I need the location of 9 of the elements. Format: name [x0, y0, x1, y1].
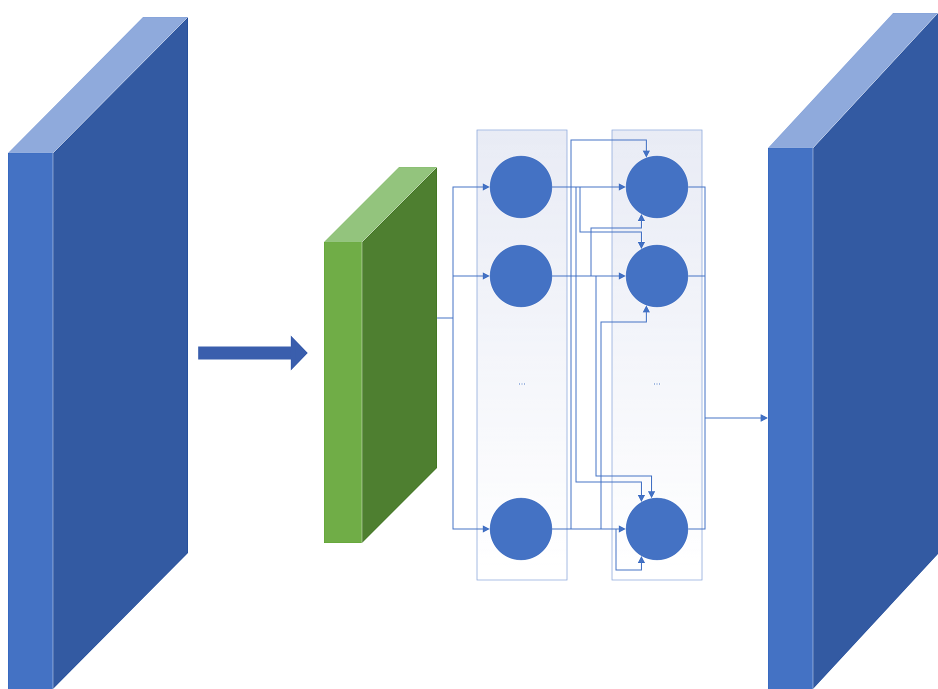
neuron-circle [626, 244, 688, 308]
neuron-circle [490, 498, 552, 560]
slab-drawing [324, 166, 438, 544]
neuron-circle [490, 244, 552, 308]
neuron-circle [626, 498, 688, 560]
neuron-circle [490, 156, 552, 218]
slab-drawing [8, 16, 188, 689]
slab-drawing [768, 12, 938, 689]
neuron-circle [626, 156, 688, 218]
